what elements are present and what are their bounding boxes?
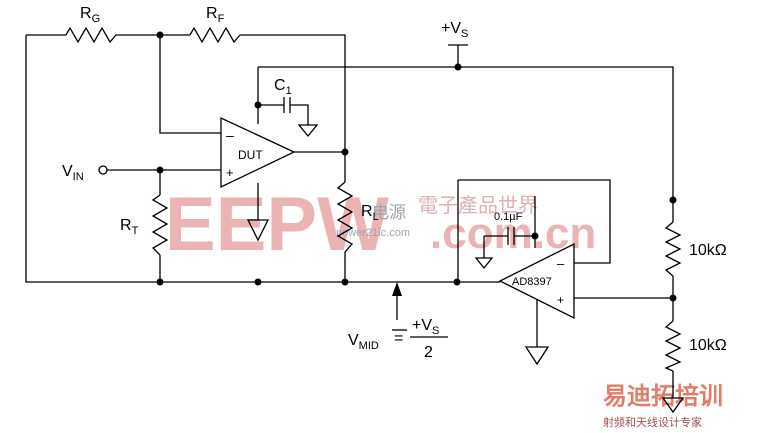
resistor-10k-bottom xyxy=(664,320,682,372)
ground-icon xyxy=(297,124,319,138)
resistor-10k-top xyxy=(664,221,682,277)
resistor-rt xyxy=(151,194,169,256)
label-vmid-numerator: +VS xyxy=(412,317,439,337)
vin-terminal xyxy=(98,165,108,175)
wires xyxy=(25,34,674,398)
dut-minus-sign: – xyxy=(226,127,234,143)
resistor-rl xyxy=(336,181,354,253)
label-vmid: VMID xyxy=(348,332,379,352)
watermark: EEPW .com.cn 電子產品世界 电源 power21ic.com 易迪拓… xyxy=(165,182,723,429)
ground-icon xyxy=(661,397,685,414)
label-vs: +VS xyxy=(441,20,468,40)
label-10k-top: 10kΩ xyxy=(689,242,727,259)
label-cap: 0.1µF xyxy=(494,211,523,223)
ad8397-plus-sign: + xyxy=(557,293,564,307)
vmid-arrow-icon xyxy=(392,282,402,296)
label-rt: RT xyxy=(120,217,139,237)
label-rl: RL xyxy=(361,203,379,223)
label-rf: RF xyxy=(206,5,225,25)
label-c1: C1 xyxy=(274,77,292,97)
label-10k-bottom: 10kΩ xyxy=(689,337,727,354)
ad8397-minus-sign: – xyxy=(557,256,565,271)
label-vmid-denominator: 2 xyxy=(424,344,433,361)
label-vmid-equals: = xyxy=(394,330,403,347)
label-ad8397: AD8397 xyxy=(512,276,552,288)
watermark-brand: 易迪拓培训 xyxy=(603,382,723,410)
junction-dots xyxy=(156,31,677,302)
resistor-rf xyxy=(189,26,241,44)
watermark-brand-sub: 射频和天线设计专家 xyxy=(603,415,702,429)
watermark-dianyuan: 电源 xyxy=(372,203,406,223)
dut-plus-sign: + xyxy=(226,165,234,180)
watermark-eepw: EEPW xyxy=(165,182,389,267)
ground-icon xyxy=(474,257,494,270)
label-vin: VIN xyxy=(62,163,84,183)
resistor-rg xyxy=(65,26,117,44)
ad8397-opamp xyxy=(498,242,575,320)
watermark-power: power21ic.com xyxy=(336,227,410,239)
label-dut: DUT xyxy=(238,148,263,162)
ground-icon xyxy=(246,219,270,242)
label-rg: RG xyxy=(80,5,100,25)
dut-opamp xyxy=(220,116,296,189)
watermark-chinese: 電子產品世界 xyxy=(418,193,538,217)
ground-icon xyxy=(524,346,550,366)
